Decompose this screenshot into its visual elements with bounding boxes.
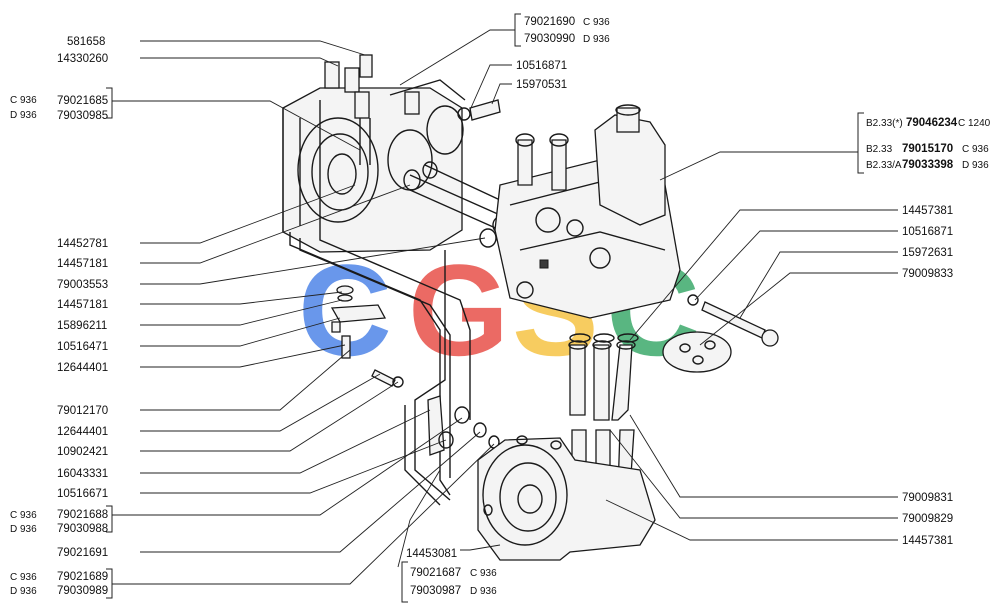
label-79021689: 79021689 [57,571,108,583]
label-10902421: 10902421 [57,446,108,458]
variant-d936-top: D 936 [583,34,610,45]
variant-d936-bottom: D 936 [470,586,497,597]
left-throttle-housing-drawing [282,54,508,506]
label-14330260: 14330260 [57,53,108,65]
label-15970531: 15970531 [516,79,567,91]
label-10516671: 10516671 [57,488,108,500]
label-12644401-b: 12644401 [57,426,108,438]
label-581658: 581658 [67,36,105,48]
variant-d936-right: D 936 [962,160,989,171]
variant-c936-c: C 936 [10,572,37,583]
label-79030990: 79030990 [524,33,575,45]
label-10516471: 10516471 [57,341,108,353]
label-79030987: 79030987 [410,585,461,597]
label-12644401-a: 12644401 [57,362,108,374]
variant-c936-b: C 936 [10,510,37,521]
label-79021690: 79021690 [524,16,575,28]
lower-pipes-and-flange-drawing [457,99,779,561]
group-brackets [106,13,864,603]
label-79021687: 79021687 [410,567,461,579]
label-14457181-a: 14457181 [57,258,108,270]
variant-c936-a: C 936 [10,95,37,106]
label-14453081: 14453081 [406,548,457,560]
label-79021688: 79021688 [57,509,108,521]
right-labels: B2.33(*) 79046234 C 1240 B2.33 79015170 … [866,117,991,547]
label-10516871-top: 10516871 [516,60,567,72]
variant-d936-a: D 936 [10,110,37,121]
variant-d936-b: D 936 [10,524,37,535]
label-79033398: 79033398 [902,159,954,171]
label-79009829: 79009829 [902,513,953,525]
label-79003553: 79003553 [57,279,108,291]
label-10516871-right: 10516871 [902,226,953,238]
valve-body-drawing [494,104,681,319]
top-labels: 79021690 C 936 79030990 D 936 10516871 1… [516,16,610,91]
bracket-and-bolts-drawing [330,285,500,456]
label-16043331: 16043331 [57,468,108,480]
label-79030985: 79030985 [57,110,108,122]
watermark-letter-g: G [408,237,509,383]
prefix-b233-star: B2.33(*) [866,118,903,129]
label-15972631: 15972631 [902,247,953,259]
prefix-b233a: B2.33/A [866,160,902,171]
prefix-b233: B2.33 [866,144,893,155]
label-79012170: 79012170 [57,405,108,417]
label-79046234: 79046234 [906,117,958,129]
left-labels: 581658 14330260 C 936 D 936 79021685 790… [10,36,108,597]
variant-c936-top: C 936 [583,17,610,28]
variant-c936-bottom: C 936 [470,568,497,579]
label-15896211: 15896211 [57,320,107,332]
variant-c1240: C 1240 [958,118,991,129]
variant-d936-c: D 936 [10,586,37,597]
label-14457381-b: 14457381 [902,535,953,547]
label-79021685: 79021685 [57,95,108,107]
label-14457381-a: 14457381 [902,205,953,217]
variant-c936-right: C 936 [962,144,989,155]
label-79030988: 79030988 [57,523,108,535]
label-79030989: 79030989 [57,585,108,597]
label-79009833: 79009833 [902,268,953,280]
bottom-labels: 14453081 79021687 C 936 79030987 D 936 [406,548,497,597]
label-79021691: 79021691 [57,547,108,559]
leader-lines [112,29,898,585]
label-79015170: 79015170 [902,143,953,155]
label-79009831: 79009831 [902,492,953,504]
label-14452781: 14452781 [57,238,108,250]
label-14457181-b: 14457181 [57,299,108,311]
